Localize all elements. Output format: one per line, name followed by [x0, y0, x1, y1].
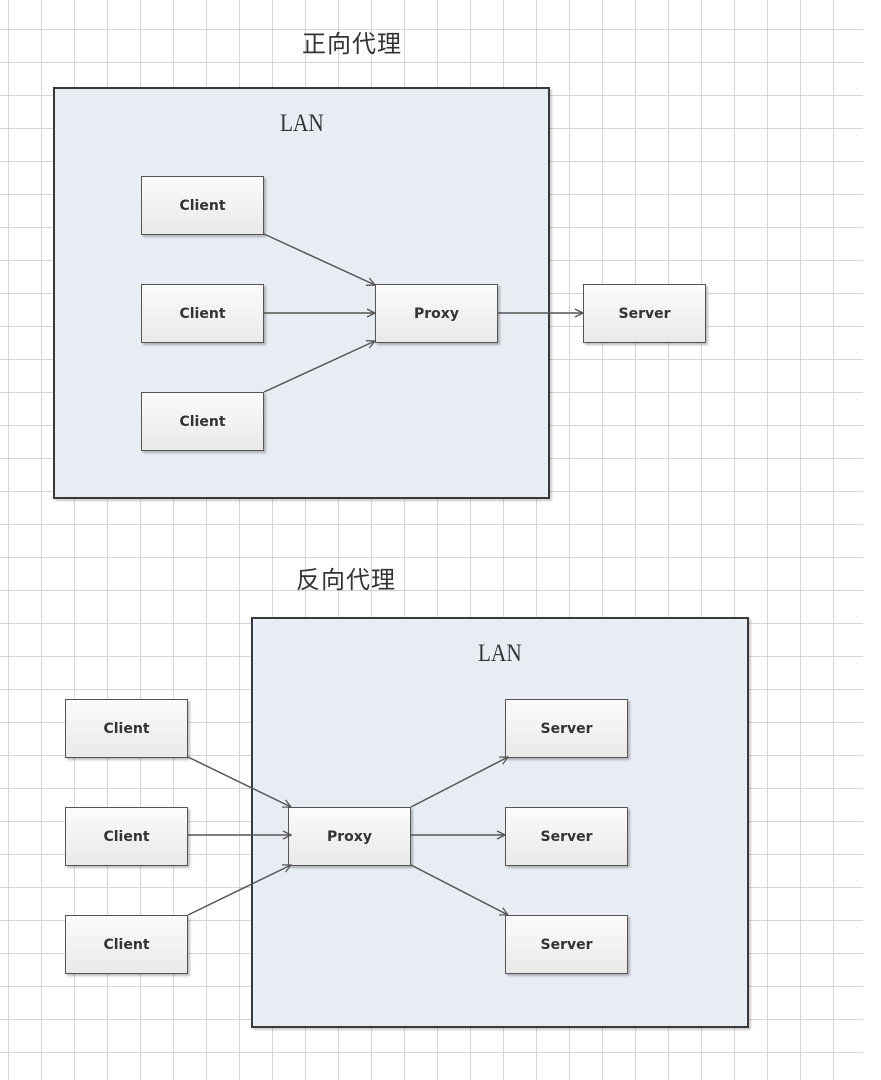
arrow-client-to-proxy: [263, 341, 375, 393]
reverse-server-node[interactable]: Server: [505, 699, 628, 758]
forward-server-node[interactable]: Server: [583, 284, 706, 343]
arrow-proxy-to-server: [410, 864, 508, 916]
forward-proxy-title: 正向代理: [302, 30, 402, 58]
reverse-server-node[interactable]: Server: [505, 807, 628, 866]
reverse-proxy-title: 反向代理: [296, 566, 396, 594]
forward-client-node[interactable]: Client: [141, 392, 264, 451]
arrow-proxy-to-server: [410, 756, 508, 808]
reverse-client-node[interactable]: Client: [65, 807, 188, 866]
forward-client-node[interactable]: Client: [141, 284, 264, 343]
arrow-client-to-proxy: [187, 756, 291, 807]
forward-lan-label: LAN: [280, 110, 324, 137]
arrow-client-to-proxy: [263, 233, 375, 285]
reverse-lan-label: LAN: [478, 640, 522, 667]
reverse-server-node[interactable]: Server: [505, 915, 628, 974]
reverse-client-node[interactable]: Client: [65, 915, 188, 974]
reverse-client-node[interactable]: Client: [65, 699, 188, 758]
forward-proxy-node[interactable]: Proxy: [375, 284, 498, 343]
forward-client-node[interactable]: Client: [141, 176, 264, 235]
arrow-client-to-proxy: [187, 865, 291, 916]
reverse-proxy-node[interactable]: Proxy: [288, 807, 411, 866]
